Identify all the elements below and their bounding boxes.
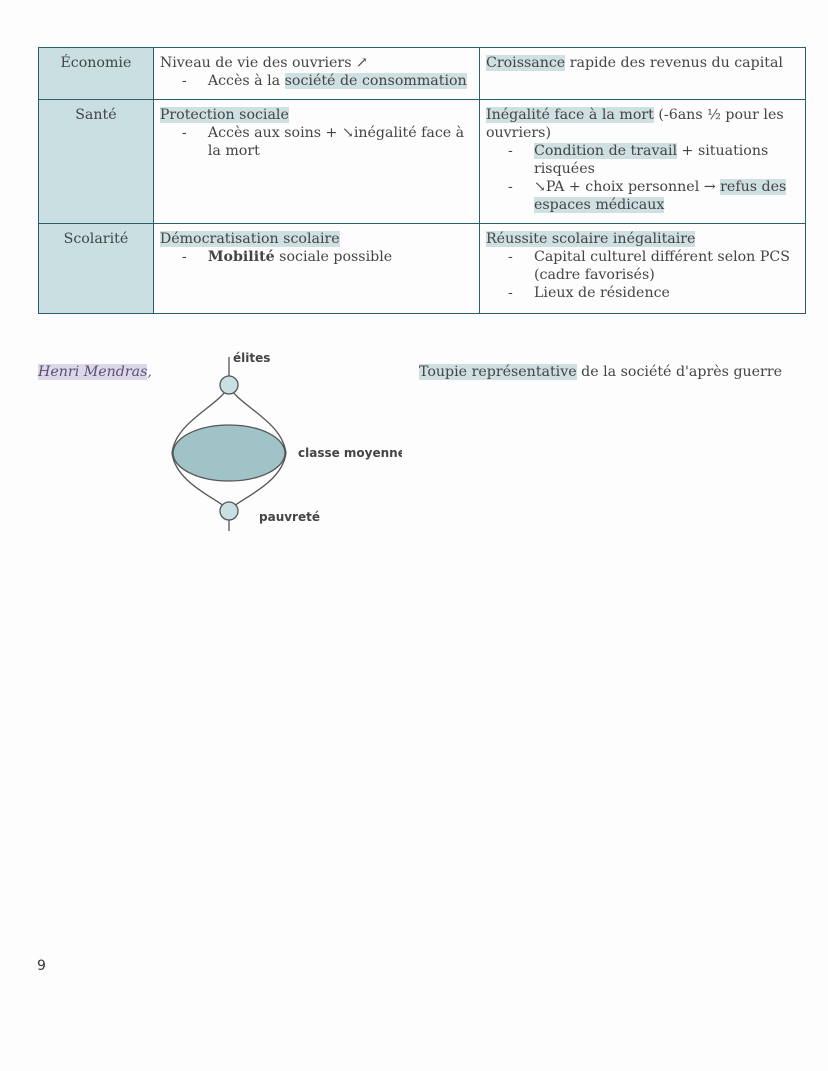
list-item: Condition de travail + situations risqué… bbox=[486, 142, 799, 178]
table-row: Économie Niveau de vie des ouvriers ↗ Ac… bbox=[38, 47, 807, 100]
caption-text: de la société d'après guerre bbox=[576, 364, 783, 380]
row-header-economie: Économie bbox=[38, 47, 154, 100]
cell-sante-negative: Inégalité face à la mort (-6ans ½ pour l… bbox=[478, 99, 807, 224]
cell-main-text: (-6ans ½ pour les ouvriers) bbox=[485, 107, 784, 141]
poverty-circle bbox=[219, 501, 239, 521]
list-item: Accès à la société de consommation bbox=[160, 72, 473, 90]
list-item-text: + situations risquées bbox=[533, 143, 769, 177]
list-item-text: sociale possible bbox=[274, 249, 393, 265]
label-pauvrete: pauvreté bbox=[259, 510, 320, 524]
table-row: Santé Protection sociale Accès aux soins… bbox=[38, 99, 807, 224]
comparison-table: Économie Niveau de vie des ouvriers ↗ Ac… bbox=[38, 47, 807, 314]
sub-list: Mobilité sociale possible bbox=[160, 248, 473, 266]
list-item: Mobilité sociale possible bbox=[160, 248, 473, 266]
author-name: Henri Mendras, bbox=[38, 364, 152, 380]
cell-main-text: rapide des revenus du capital bbox=[565, 55, 783, 71]
cell-economie-negative: Croissance rapide des revenus du capital bbox=[478, 47, 807, 100]
highlight-text: Croissance bbox=[485, 55, 566, 71]
label-elites: élites bbox=[233, 351, 270, 365]
list-item: ↘PA + choix personnel → refus des espace… bbox=[486, 178, 799, 214]
highlight-text: Protection sociale bbox=[159, 107, 289, 123]
sub-list: Condition de travail + situations risqué… bbox=[486, 142, 799, 214]
list-item-text: ↘PA + choix personnel → bbox=[533, 179, 721, 195]
list-item-text: Accès aux soins + ↘inégalité face à la m… bbox=[207, 125, 465, 159]
middle-class-ellipse bbox=[172, 424, 286, 482]
diagram-caption: Toupie représentative de la société d'ap… bbox=[419, 364, 782, 380]
cell-economie-positive: Niveau de vie des ouvriers ↗ Accès à la … bbox=[152, 47, 480, 100]
row-header-sante: Santé bbox=[38, 99, 154, 224]
row-header-scolarite: Scolarité bbox=[38, 223, 154, 314]
list-item-text: Accès à la bbox=[207, 73, 285, 89]
table-row: Scolarité Démocratisation scolaire Mobil… bbox=[38, 223, 807, 314]
elites-circle bbox=[219, 375, 239, 395]
caption-highlight: Toupie représentative bbox=[419, 364, 577, 380]
list-item-text: Capital culturel différent selon PCS (ca… bbox=[533, 249, 790, 283]
sub-list: Accès aux soins + ↘inégalité face à la m… bbox=[160, 124, 473, 160]
page-number: 9 bbox=[37, 958, 46, 974]
list-item: Lieux de résidence bbox=[486, 284, 799, 302]
bold-text: Mobilité bbox=[207, 249, 275, 265]
highlight-text: Démocratisation scolaire bbox=[159, 231, 340, 247]
cell-scolarite-positive: Démocratisation scolaire Mobilité social… bbox=[152, 223, 480, 314]
outline-left bbox=[171, 384, 230, 512]
cell-scolarite-negative: Réussite scolaire inégalitaire Capital c… bbox=[478, 223, 807, 314]
list-item-text: Lieux de résidence bbox=[533, 285, 670, 301]
list-item: Capital culturel différent selon PCS (ca… bbox=[486, 248, 799, 284]
cell-sante-positive: Protection sociale Accès aux soins + ↘in… bbox=[152, 99, 480, 224]
highlight-text: société de consommation bbox=[284, 73, 467, 89]
sub-list: Capital culturel différent selon PCS (ca… bbox=[486, 248, 799, 302]
label-classe-moyenne: classe moyenne bbox=[298, 446, 402, 460]
sub-list: Accès à la société de consommation bbox=[160, 72, 473, 90]
highlight-text: Inégalité face à la mort bbox=[485, 107, 654, 123]
author-comma: , bbox=[147, 364, 152, 380]
highlight-text: Condition de travail bbox=[533, 143, 678, 159]
author-highlight: Henri Mendras bbox=[38, 364, 148, 380]
cell-main-text: Niveau de vie des ouvriers ↗ bbox=[159, 55, 368, 71]
highlight-text: Réussite scolaire inégalitaire bbox=[485, 231, 696, 247]
mendras-spinning-top-diagram: élites classe moyenne pauvreté bbox=[171, 351, 402, 531]
list-item: Accès aux soins + ↘inégalité face à la m… bbox=[160, 124, 473, 160]
outline-right bbox=[228, 384, 287, 512]
